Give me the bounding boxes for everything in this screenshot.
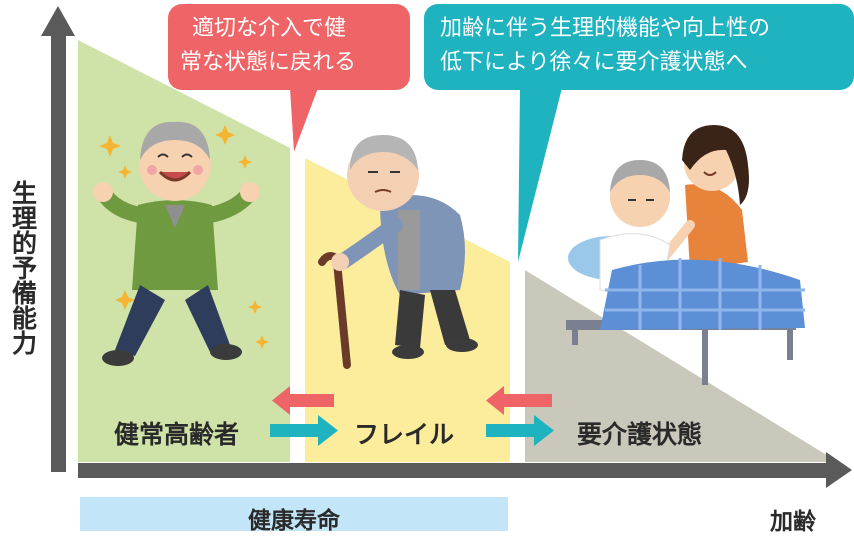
decline-arrow-healthy-to-frailty	[270, 415, 338, 446]
intervention-bubble	[168, 4, 410, 152]
x-axis-label: 加齢	[770, 509, 816, 535]
stage-label-care: 要介護状態	[577, 420, 703, 449]
intervention-bubble-line1: 適切な介入で健	[192, 16, 347, 41]
y-axis	[41, 6, 75, 472]
elderly-man-with-cane-icon	[318, 135, 478, 369]
healthy-lifespan-bar	[80, 497, 508, 531]
improve-arrow-frailty-to-healthy	[272, 386, 334, 415]
y-axis-label: 生理的予備能力	[8, 180, 38, 355]
decline-bubble-line2: 低下により徐々に要介護状態へ	[440, 50, 748, 75]
x-axis	[78, 452, 852, 488]
improve-arrow-care-to-frailty	[486, 386, 552, 415]
stage-label-healthy: 健常高齢者	[114, 420, 240, 449]
stage-label-frailty: フレイル	[354, 420, 455, 449]
decline-arrow-frailty-to-care	[486, 415, 554, 446]
intervention-bubble-line2: 常な状態に戻れる	[180, 50, 357, 75]
decline-bubble-line1: 加齢に伴う生理的機能や向上性の	[440, 16, 771, 41]
healthy-lifespan-label: 健康寿命	[248, 508, 340, 534]
bedridden-elder-with-caregiver-icon	[566, 125, 805, 385]
decline-bubble	[424, 4, 854, 262]
elderly-man-flexing-icon	[93, 121, 269, 366]
